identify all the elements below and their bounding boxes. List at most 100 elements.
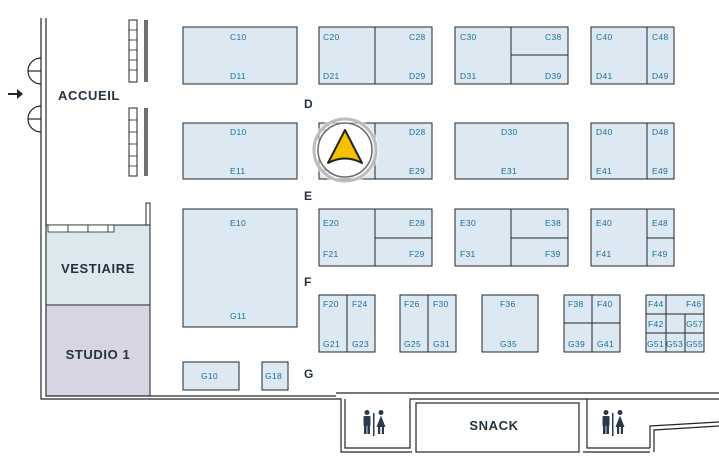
- booth-label: G11: [230, 311, 246, 321]
- booth-label: E10: [230, 218, 246, 228]
- accueil-label: ACCUEIL: [58, 88, 120, 103]
- partition-top: [128, 19, 148, 83]
- booth-e40-f49[interactable]: E40 E48 F41 F49: [590, 208, 675, 267]
- restroom-icon: [363, 410, 386, 436]
- booth-f26-g31[interactable]: F26 F30 G25 G31: [399, 294, 457, 353]
- booth-label: F21: [323, 249, 339, 259]
- booth-label: D48: [652, 127, 669, 137]
- booth-c40-d49[interactable]: C40 C48 D41 D49: [590, 26, 675, 85]
- booth-label: C40: [596, 32, 613, 42]
- booth-label: G31: [433, 339, 450, 349]
- booth-label: E38: [545, 218, 561, 228]
- booth-label: F30: [433, 299, 449, 309]
- booth-c20-d29[interactable]: C20 C28 D21 D29: [318, 26, 433, 85]
- booth-c10-d11[interactable]: C10 D11: [182, 26, 298, 85]
- booth-label: G10: [201, 371, 218, 381]
- booth-label: D10: [230, 127, 247, 137]
- booth-label: D21: [323, 71, 340, 81]
- booth-label: F29: [409, 249, 425, 259]
- row-label-d: D: [304, 97, 313, 111]
- booth-label: E41: [596, 166, 612, 176]
- vestiaire-label: VESTIAIRE: [61, 261, 135, 276]
- booth-label: D49: [652, 71, 669, 81]
- booth-label: G18: [265, 371, 282, 381]
- booth-label: G21: [323, 339, 340, 349]
- booth-label: C28: [409, 32, 426, 42]
- booth-label: F46: [686, 299, 702, 309]
- booth-label: G25: [404, 339, 421, 349]
- booth-c30-d39[interactable]: C30 C38 D31 D39: [454, 26, 569, 85]
- booth-d40-e49[interactable]: D40 D48 E41 E49: [590, 122, 675, 180]
- booth-label: E30: [460, 218, 476, 228]
- booth-label: G57: [686, 319, 703, 329]
- booth-e20-f29[interactable]: E20 E28 F21 F29: [318, 208, 433, 267]
- booth-label: D31: [460, 71, 477, 81]
- booth-label: G39: [568, 339, 585, 349]
- vestiaire-room: VESTIAIRE: [45, 224, 151, 306]
- restroom-icon: [602, 410, 625, 436]
- bottom-wall: [40, 392, 719, 453]
- booth-label: D39: [545, 71, 562, 81]
- booth-label: E40: [596, 218, 612, 228]
- booth-label: G41: [597, 339, 614, 349]
- booth-label: C20: [323, 32, 340, 42]
- booth-label: C30: [460, 32, 477, 42]
- you-are-here-marker-icon: [311, 116, 379, 184]
- booth-g18[interactable]: G18: [261, 361, 289, 391]
- booth-label: D29: [409, 71, 426, 81]
- entrance-arrow-icon: [8, 89, 23, 99]
- vestiaire-post: [145, 202, 151, 226]
- booth-label: G35: [500, 339, 517, 349]
- booth-f20-g23[interactable]: F20 F24 G21 G23: [318, 294, 376, 353]
- booth-label: F41: [596, 249, 612, 259]
- booth-label: F42: [648, 319, 664, 329]
- booth-label: G23: [352, 339, 369, 349]
- booth-e30-f39[interactable]: E30 E38 F31 F39: [454, 208, 569, 267]
- booth-label: E49: [652, 166, 668, 176]
- entrance-doors: [27, 57, 42, 133]
- booth-label: D30: [501, 127, 518, 137]
- studio-label: STUDIO 1: [66, 347, 131, 362]
- booth-label: G53: [666, 339, 683, 349]
- booth-label: D40: [596, 127, 613, 137]
- booth-label: F44: [648, 299, 664, 309]
- snack-label: SNACK: [469, 418, 518, 433]
- partition-bottom: [128, 107, 148, 177]
- booth-label: E20: [323, 218, 339, 228]
- booth-d30-e31[interactable]: D30 E31: [454, 122, 569, 180]
- booth-g10[interactable]: G10: [182, 361, 240, 391]
- booth-label: C48: [652, 32, 669, 42]
- booth-label: F31: [460, 249, 476, 259]
- booth-label: F36: [500, 299, 516, 309]
- booth-label: F26: [404, 299, 420, 309]
- left-wall: [40, 18, 47, 396]
- booth-label: C10: [230, 32, 247, 42]
- booth-label: F40: [597, 299, 613, 309]
- booth-label: F24: [352, 299, 368, 309]
- booth-label: G51: [647, 339, 664, 349]
- booth-label: F49: [652, 249, 668, 259]
- row-label-e: E: [304, 189, 312, 203]
- booth-label: F20: [323, 299, 339, 309]
- booth-label: G55: [686, 339, 703, 349]
- booth-label: C38: [545, 32, 562, 42]
- snack-room[interactable]: SNACK: [415, 402, 580, 453]
- booth-label: F39: [545, 249, 561, 259]
- booth-f44-g55[interactable]: F44 F46 F42 G57 G51 G53 G55: [645, 294, 705, 353]
- booth-label: F38: [568, 299, 584, 309]
- studio-room[interactable]: STUDIO 1: [45, 304, 151, 397]
- booth-label: E48: [652, 218, 668, 228]
- booth-label: E11: [230, 166, 245, 176]
- booth-d10-e11[interactable]: D10 E11: [182, 122, 298, 180]
- booth-f38-g41[interactable]: F38 F40 G39 G41: [563, 294, 621, 353]
- booth-e10-g11[interactable]: E10 G11: [182, 208, 298, 328]
- booth-label: D28: [409, 127, 426, 137]
- booth-label: E28: [409, 218, 425, 228]
- booth-label: D41: [596, 71, 613, 81]
- row-label-f: F: [304, 275, 311, 289]
- booth-label: E31: [501, 166, 517, 176]
- row-label-g: G: [304, 367, 313, 381]
- booth-label: E29: [409, 166, 425, 176]
- booth-f36-g35[interactable]: F36 G35: [481, 294, 539, 353]
